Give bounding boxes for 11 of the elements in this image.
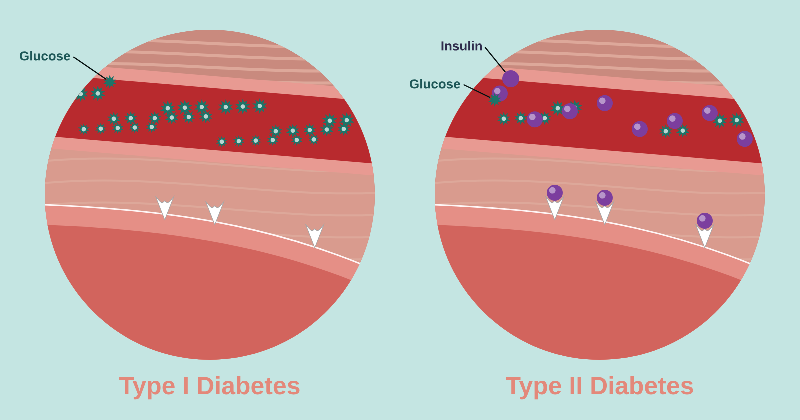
text-label: Glucose bbox=[410, 79, 460, 89]
insulin-molecule bbox=[502, 70, 520, 88]
text-label: Glucose bbox=[20, 51, 70, 61]
leader-line bbox=[464, 84, 490, 98]
glucose-molecule bbox=[103, 75, 117, 89]
leader-line bbox=[484, 47, 506, 73]
panel-title: Type I Diabetes bbox=[120, 376, 300, 400]
text-label: Insulin bbox=[442, 41, 482, 51]
leader-line bbox=[73, 56, 107, 80]
glucose-molecule bbox=[488, 93, 502, 107]
panel-title: Type II Diabetes bbox=[506, 376, 694, 400]
